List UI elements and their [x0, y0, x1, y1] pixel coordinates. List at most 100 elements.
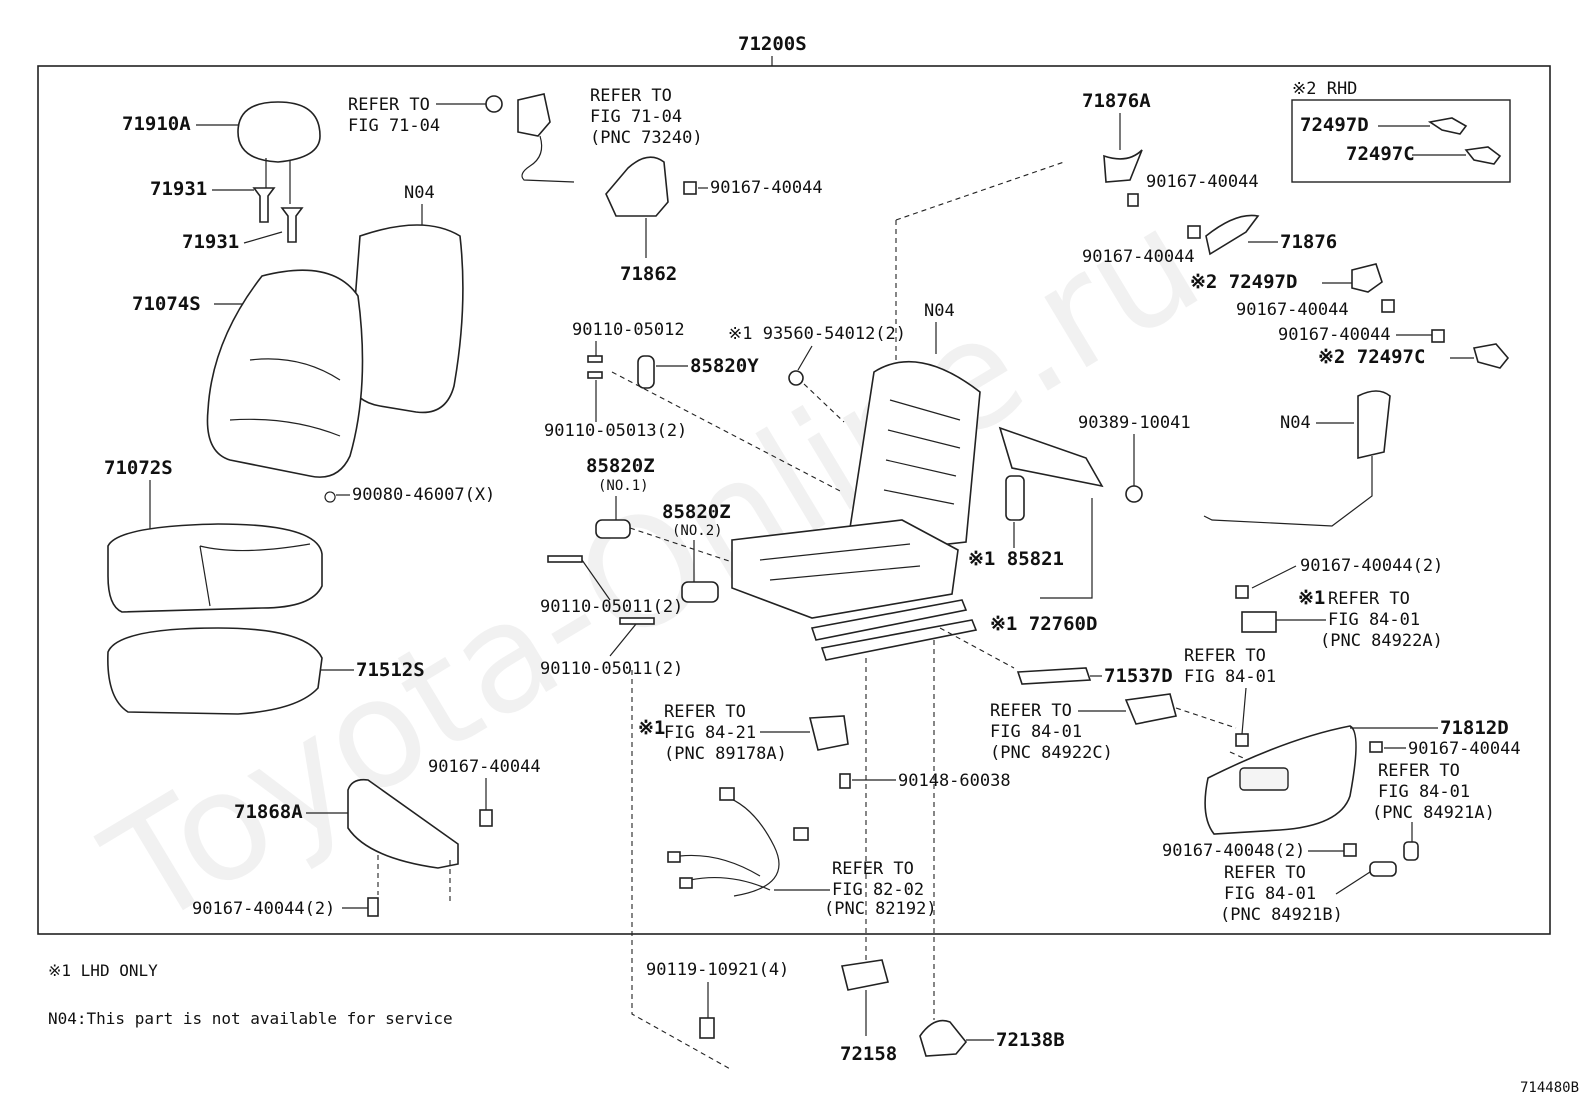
label-90167-e: 90167-40044	[1082, 247, 1195, 267]
refer-f-line3: (PNC 84921A)	[1372, 803, 1495, 823]
headrest	[237, 101, 321, 163]
label-90167-g: 90167-40044	[1278, 325, 1391, 345]
label-71812d: 71812D	[1440, 717, 1509, 739]
refer-a-line1: REFER TO	[348, 95, 430, 115]
bolt-90167-b	[367, 897, 379, 917]
refer-e-line3: (PNC 84922C)	[990, 743, 1113, 763]
cover-72138b	[919, 1019, 968, 1057]
mark-refer-h: ※1	[638, 717, 665, 739]
refer-b-line2: FIG 71-04	[590, 107, 682, 127]
cover-71876a	[1103, 149, 1143, 183]
refer-b-line3: (PNC 73240)	[590, 128, 703, 148]
label-n04-b: N04	[924, 301, 955, 321]
seat-cushion-pad	[107, 627, 323, 715]
label-90167-b: 90167-40044(2)	[192, 899, 335, 919]
figure-id: 714480B	[1520, 1080, 1579, 1096]
refer-c-line3: (PNC 84922A)	[1320, 631, 1443, 651]
bolt-90167-a	[479, 809, 493, 827]
knob-84921a	[1403, 841, 1419, 861]
label-90389: 90389-10041	[1078, 413, 1191, 433]
label-90167-i: 90167-40044	[1408, 739, 1521, 759]
bracket-72497c	[1472, 343, 1510, 369]
label-90110-05011-a: 90110-05011(2)	[540, 597, 683, 617]
refer-e-line2: FIG 84-01	[990, 722, 1082, 742]
label-90167-d: 90167-40044	[1146, 172, 1259, 192]
nut-93560	[788, 370, 804, 386]
label-72138b: 72138B	[996, 1029, 1065, 1051]
label-85820z-1-no: (NO.1)	[598, 478, 649, 494]
seatback-pad	[348, 224, 464, 414]
motor-85820z-1	[595, 519, 631, 539]
seat-cushion-cover	[107, 523, 323, 613]
label-90080: 90080-46007(X)	[352, 485, 495, 505]
bolt-90167-f	[1381, 299, 1395, 313]
refer-c-line1: REFER TO	[1328, 589, 1410, 609]
seat-track-lower	[820, 619, 978, 661]
refer-i-line3: (PNC 82192)	[824, 899, 937, 919]
motor-85821	[1005, 475, 1025, 521]
bracket-72497d-rhd	[1427, 117, 1468, 135]
wire-harness	[679, 795, 780, 897]
label-90110-05011-b: 90110-05011(2)	[540, 659, 683, 679]
refer-d-line1: REFER TO	[1184, 646, 1266, 666]
switch-panel	[1239, 767, 1289, 791]
label-71876a: 71876A	[1082, 90, 1151, 112]
rhd-label-72497c: 72497C	[1346, 143, 1415, 165]
side-airbag	[1357, 390, 1391, 460]
refer-e-line1: REFER TO	[990, 701, 1072, 721]
bolt-90167-c	[683, 181, 697, 195]
mark-refer-c: ※1	[1298, 587, 1325, 609]
bolt-90148	[839, 773, 851, 789]
knob-84921b	[1369, 861, 1397, 877]
label-90167-a: 90167-40044	[428, 757, 541, 777]
bracket-72760d	[998, 426, 1104, 488]
label-72760d: ※1 72760D	[990, 613, 1097, 635]
label-85820z-2-no: (NO.2)	[672, 523, 723, 539]
clip-90389	[1125, 485, 1143, 503]
headrest-guide-b	[280, 207, 304, 243]
note-n04: N04:This part is not available for servi…	[48, 1009, 453, 1028]
cover-71876	[1205, 214, 1260, 256]
label-90119: 90119-10921(4)	[646, 960, 789, 980]
label-plate-71537d	[1016, 667, 1092, 685]
screw-90110-05012	[587, 355, 603, 363]
refer-f-line2: FIG 84-01	[1378, 782, 1470, 802]
seatback-frame	[849, 360, 981, 553]
refer-h-line3: (PNC 89178A)	[664, 744, 787, 764]
refer-h-line2: FIG 84-21	[664, 723, 756, 743]
label-n04-a: N04	[404, 183, 435, 203]
label-90148: 90148-60038	[898, 771, 1011, 791]
switch-84922c	[1124, 693, 1177, 725]
sensor-89178a	[808, 715, 849, 751]
label-90167-h: 90167-40044(2)	[1300, 556, 1443, 576]
refer-g-line1: REFER TO	[1224, 863, 1306, 883]
bolt-90167-e-top	[1187, 225, 1201, 239]
label-90167-f: 90167-40044	[1236, 300, 1349, 320]
label-85820y: 85820Y	[690, 355, 759, 377]
label-90167-c: 90167-40044	[710, 178, 823, 198]
refer-f-line1: REFER TO	[1378, 761, 1460, 781]
switch-84922a	[1241, 611, 1277, 633]
motor-85820y	[637, 355, 655, 389]
refer-a-line2: FIG 71-04	[348, 116, 440, 136]
screw-90110-05013	[587, 371, 603, 379]
assembly-number: 71200S	[738, 33, 807, 55]
label-71931-b: 71931	[182, 231, 239, 253]
bolt-90167-g	[1431, 329, 1445, 343]
shield-71868a	[347, 778, 459, 869]
label-71537d: 71537D	[1104, 665, 1173, 687]
bracket-71862	[605, 156, 669, 217]
refer-i-line1: REFER TO	[832, 859, 914, 879]
label-93560: ※1 93560-54012(2)	[728, 324, 906, 344]
bracket-72497d	[1351, 263, 1383, 293]
label-90110-05013: 90110-05013(2)	[544, 421, 687, 441]
headrest-guide-a	[252, 187, 276, 223]
bolt-90167-d	[1127, 193, 1139, 207]
label-85820z-2: 85820Z	[662, 501, 731, 523]
motor-85820z-2	[681, 581, 719, 603]
refer-c-line2: FIG 84-01	[1328, 610, 1420, 630]
label-71876: 71876	[1280, 231, 1337, 253]
seat-belt-buckle	[517, 93, 551, 137]
note-lhd-only: ※1 LHD ONLY	[48, 961, 158, 980]
bracket-72497c-rhd	[1464, 146, 1502, 165]
